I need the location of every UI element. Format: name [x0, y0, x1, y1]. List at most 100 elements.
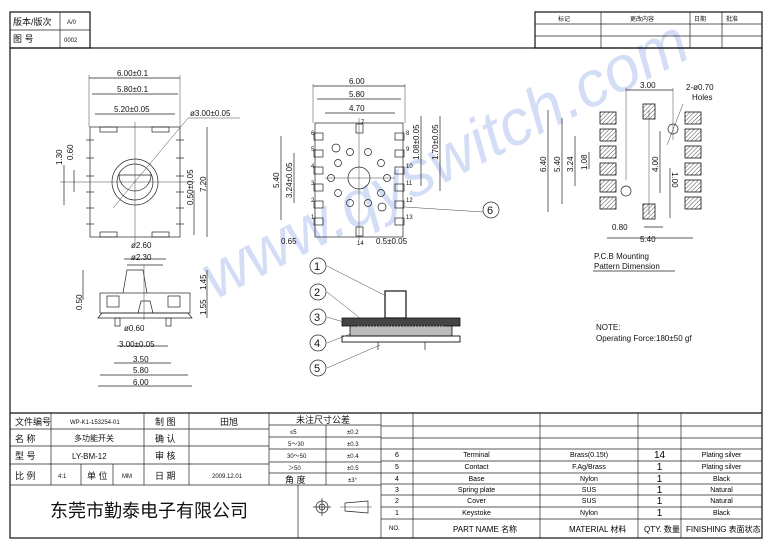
tolerance-title: 未注尺寸公差 [296, 414, 350, 425]
bottom-view: 6 6 5 4 3 2 1 7 8 9 10 11 12 13 14 6.00 … [272, 77, 500, 247]
dim-top-height: 7.20 [199, 176, 208, 192]
side-dim-0-50: 0.50 [75, 294, 84, 310]
tol-value: ±3° [348, 478, 358, 484]
bom-header-row: NO. PART NAME 名称 MATERIAL 材料 QTY. 数量 FIN… [381, 520, 762, 538]
bom-cell-finish: Plating silver [701, 452, 742, 459]
pcb-dim-0-80: 0.80 [612, 223, 628, 232]
pin-label: 10 [406, 164, 413, 170]
bom-cell-finish: Natural [710, 498, 733, 505]
tol-range: ≤5 [290, 430, 297, 436]
pcb-dim-3-24: 3.24 [566, 156, 575, 172]
bom-table [381, 413, 762, 538]
dim-bottom-pitch: 4.70 [349, 104, 365, 113]
drawing-frame [9, 47, 763, 539]
bom-cell-part: Cover [467, 498, 486, 505]
unit-value: MM [122, 474, 132, 480]
version-table: 版本/版次 A/0 图 号 0002 [9, 11, 91, 49]
pin-label: 8 [406, 131, 410, 137]
pcb-dim-1-00: 1.00 [670, 172, 679, 188]
review-label: 审 核 [155, 450, 176, 461]
side-dim-d2-60: ø2.60 [131, 241, 152, 250]
pin-label: 2 [311, 198, 315, 204]
pcb-caption-1: P.C.B Mounting [594, 252, 649, 261]
bom-cell-part: Terminal [463, 452, 490, 459]
pin-label: 6 [311, 131, 315, 137]
bom-header-finish: FINISHING 表面状态 [686, 525, 761, 534]
dim-top-0-60: 0.60 [66, 144, 75, 160]
dim-bottom-inner: 5.80 [349, 90, 365, 99]
callout-2: 2 [314, 287, 320, 299]
bom-cell-finish: Black [712, 476, 731, 483]
side-dim-d0-60: ø0.60 [124, 324, 145, 333]
callout-1: 1 [314, 261, 320, 273]
pin-label: 3 [311, 181, 315, 187]
dim-bottom-1-08: 1.08±0.05 [412, 124, 421, 160]
pin-label: 9 [406, 147, 410, 153]
section-view: 1 2 3 4 5 [309, 257, 461, 377]
projection-symbol-icon [313, 498, 372, 516]
side-dim-d2-30: ø2.30 [131, 253, 152, 262]
scale-label: 比 例 [15, 470, 36, 481]
side-dim-1-45: 1.45 [199, 274, 208, 290]
rev-col-content: 更改内容 [630, 15, 654, 23]
bom-cell-no: 1 [395, 510, 399, 517]
dim-bottom-0-5: 0.5±0.05 [376, 237, 408, 246]
dim-top-pitch: 5.20±0.05 [114, 105, 150, 114]
drawn-label: 制 图 [155, 416, 176, 427]
callout-6-balloon [482, 201, 500, 219]
bom-cell-part: Contact [464, 464, 489, 471]
pin-label: 4 [311, 164, 315, 170]
pcb-caption-2: Pattern Dimension [594, 262, 660, 271]
pin-label: 12 [406, 198, 413, 204]
bom-cell-material: SUS [581, 498, 597, 505]
pcb-dim-3-00: 3.00 [640, 81, 656, 90]
pcb-dim-5-40: 5.40 [553, 156, 562, 172]
bom-cell-material: SUS [581, 487, 597, 494]
revision-table: 标记 更改内容 日期 批准 [534, 11, 763, 49]
tol-value: ±0.2 [347, 430, 359, 436]
confirm-label: 确 认 [155, 433, 176, 444]
dim-top-0-50: 0.50±0.05 [186, 169, 195, 205]
tol-range: 30～50 [287, 454, 307, 460]
name-label: 名 称 [15, 433, 36, 444]
bom-cell-qty: 1 [656, 462, 663, 473]
model-value: LY-BM-12 [72, 452, 107, 461]
drawn-value: 田旭 [220, 416, 238, 427]
dim-bottom-0-65: 0.65 [281, 237, 297, 246]
bom-header-qty: QTY. 数量 [644, 525, 680, 534]
top-view: 6.00±0.1 5.80±0.1 5.20±0.05 ø3.00±0.05 1… [55, 69, 240, 245]
callout-4: 4 [314, 338, 320, 350]
dim-top-diameter: ø3.00±0.05 [190, 109, 231, 118]
version-value: A/0 [67, 20, 77, 26]
bom-cell-finish: Natural [710, 487, 733, 494]
tol-value: ±0.5 [347, 466, 359, 472]
bom-cell-qty: 1 [656, 485, 663, 496]
name-value: 多功能开关 [74, 433, 114, 443]
bom-cell-qty: 1 [656, 496, 663, 507]
side-dim-6-00: 6.00 [133, 378, 149, 387]
dim-bottom-width: 6.00 [349, 77, 365, 86]
pcb-pattern-view: 3.00 2-ø0.70 Holes 6.40 5.40 3.24 1.08 4… [539, 81, 714, 272]
bom-cell-material: Nylon [580, 476, 598, 483]
bom-header-part: PART NAME 名称 [453, 525, 518, 534]
side-dim-5-80: 5.80 [133, 366, 149, 375]
tol-range: 角 度 [285, 474, 306, 485]
date-value: 2009.12.01 [212, 474, 243, 480]
callout-6: 6 [487, 205, 493, 217]
tol-range: 5～30 [288, 442, 305, 448]
unit-label: 单 位 [87, 470, 108, 481]
dim-bottom-1-70: 1.70±0.05 [431, 124, 440, 160]
dim-top-width: 6.00±0.1 [117, 69, 149, 78]
bom-cell-no: 3 [395, 487, 399, 494]
callout-5: 5 [314, 363, 320, 375]
date-label: 日 期 [155, 471, 176, 481]
note-operating-force: Operating Force:180±50 gf [596, 334, 692, 343]
file-no-value: WP-K1-153254-01 [70, 420, 120, 426]
bom-cell-material: Nylon [580, 510, 598, 517]
tol-value: ±0.4 [347, 454, 359, 460]
rev-col-approve: 批准 [726, 15, 738, 23]
rev-col-date: 日期 [694, 15, 706, 23]
